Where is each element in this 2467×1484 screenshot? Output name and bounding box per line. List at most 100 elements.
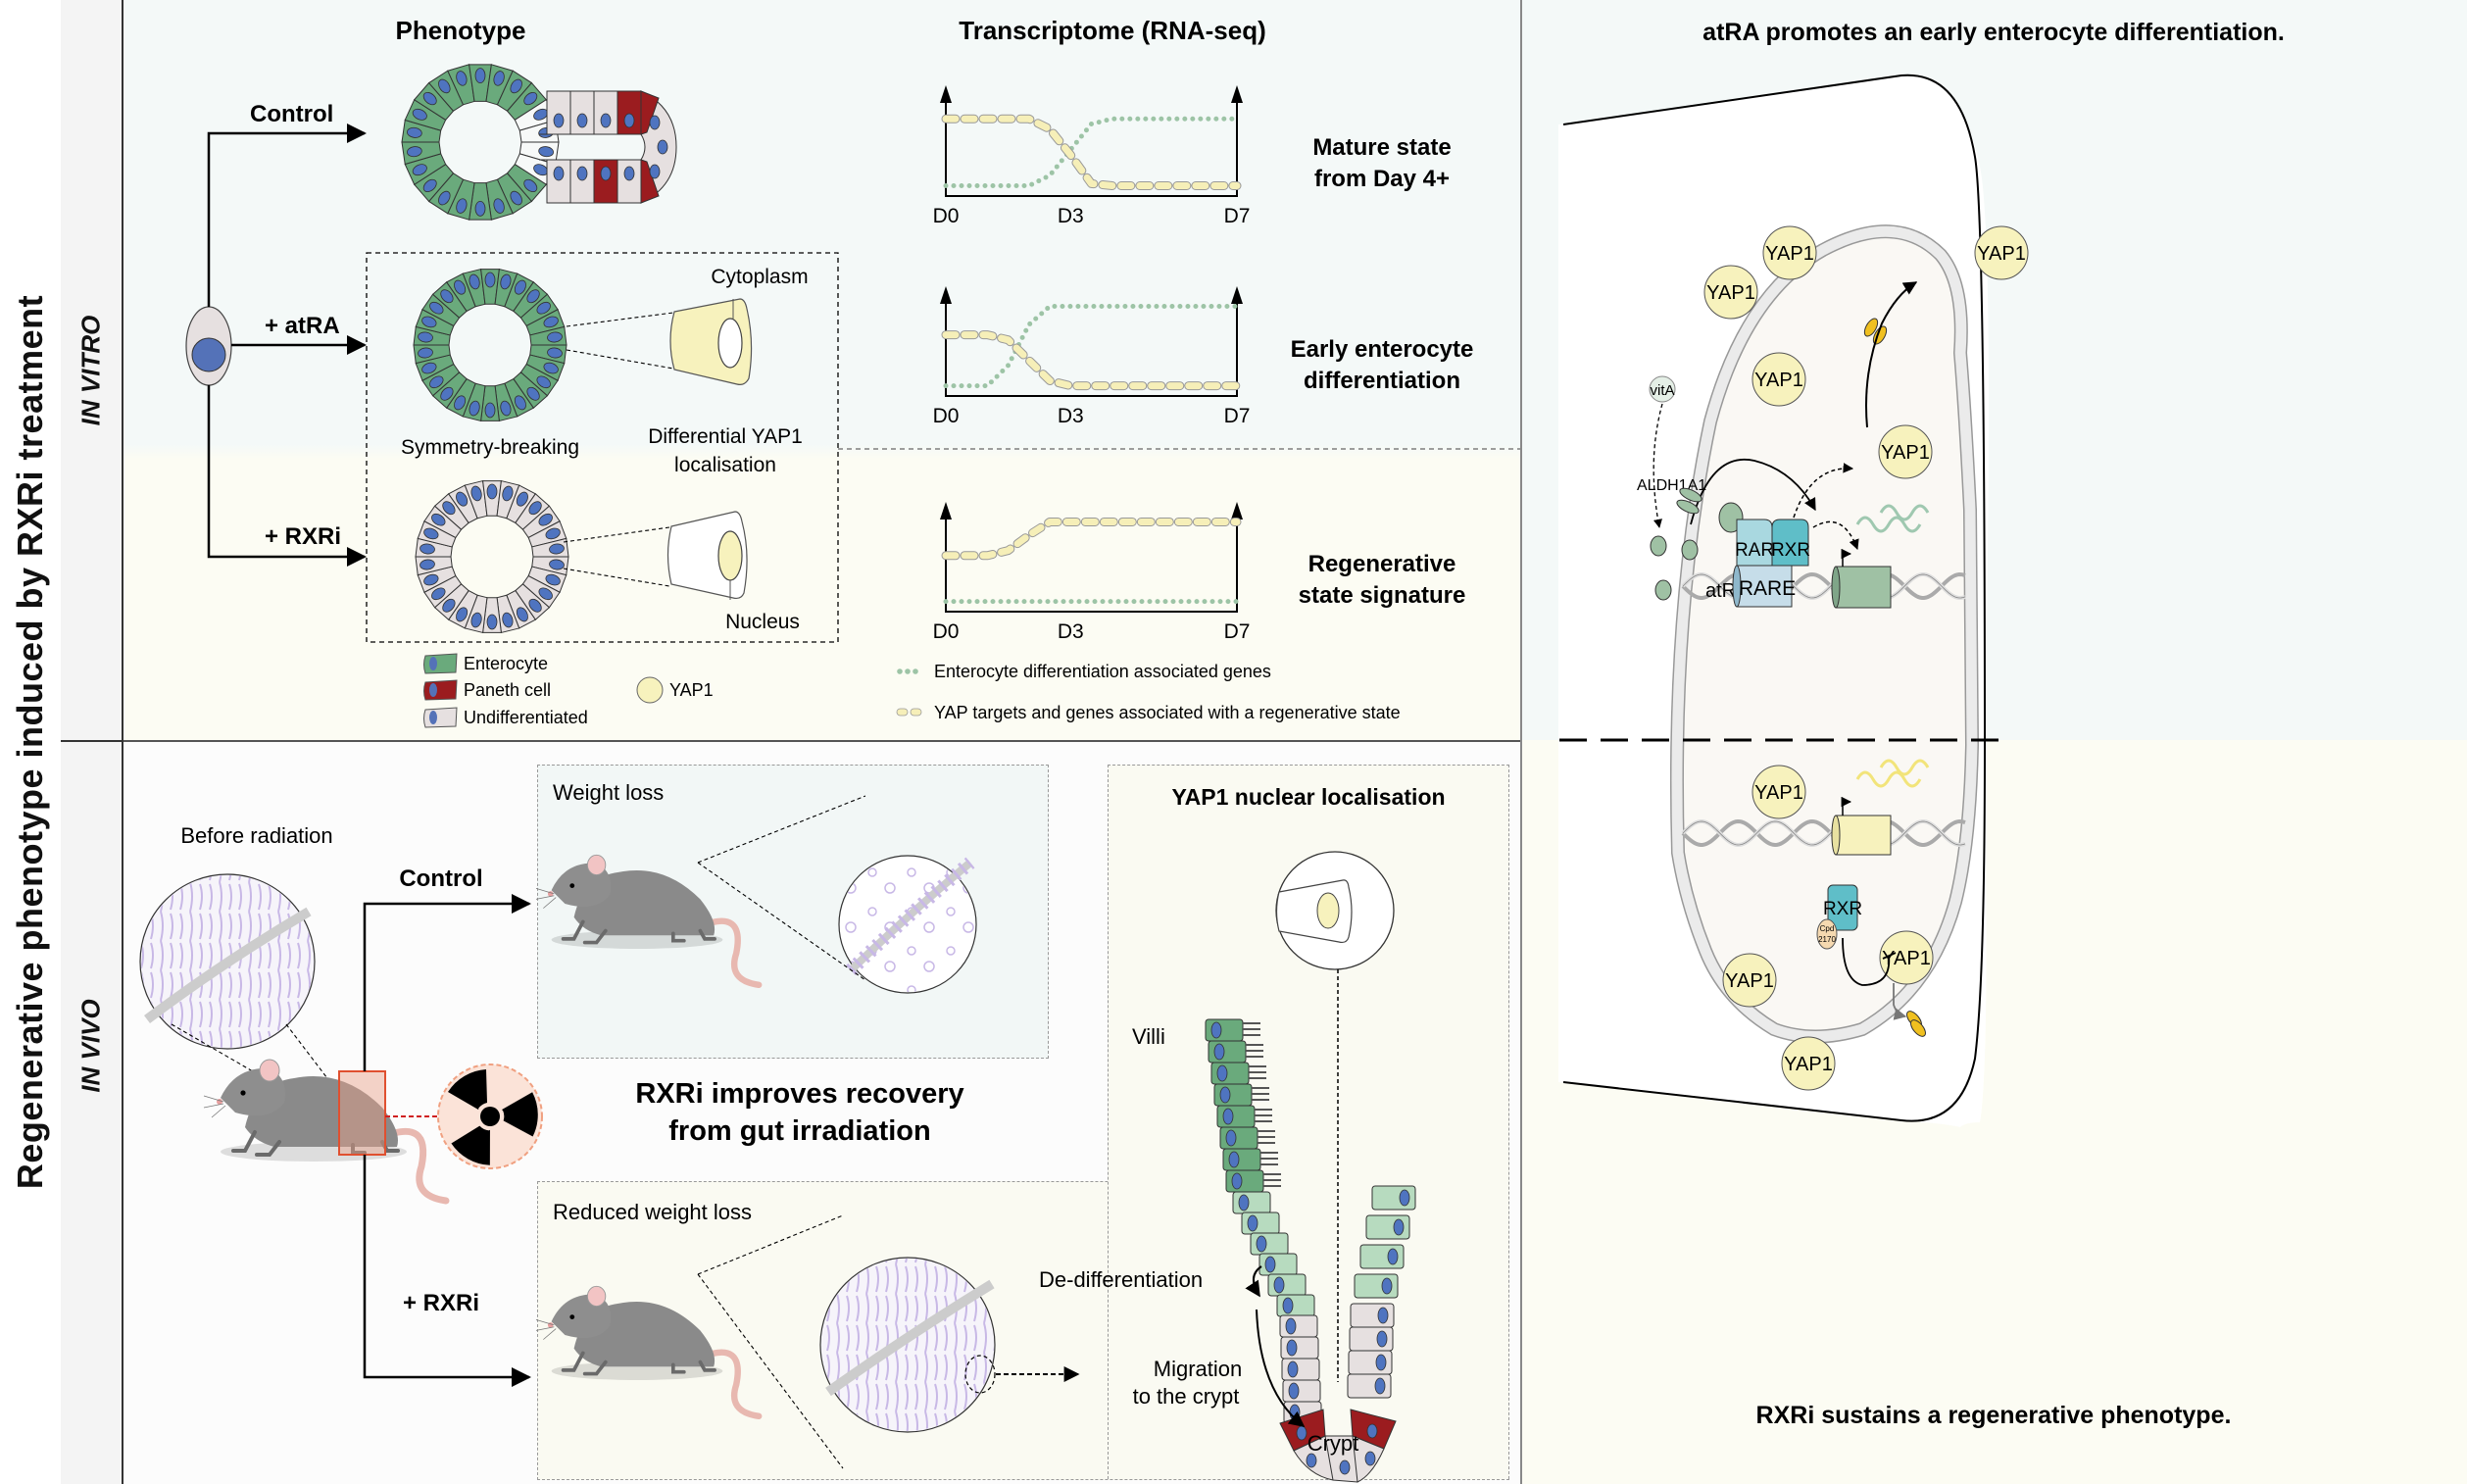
migration-label-2: to the crypt xyxy=(1133,1384,1240,1409)
svg-text:RARE: RARE xyxy=(1739,577,1796,600)
cell-nucleus xyxy=(442,598,456,613)
organoid-compare-box xyxy=(366,252,839,643)
radiation-icon xyxy=(437,1064,543,1169)
cell-nucleus xyxy=(486,614,498,630)
cell-nucleus xyxy=(538,587,553,601)
x-tick-label: D7 xyxy=(1224,620,1251,643)
dna-bottom xyxy=(1681,818,1966,848)
nuclear-pore-atra xyxy=(1676,487,1702,515)
cell-nucleus xyxy=(469,273,480,290)
cell-nucleus xyxy=(438,78,451,94)
in-vivo-branch-arrows xyxy=(363,894,531,1387)
control-tissue xyxy=(697,795,977,994)
cell-nucleus xyxy=(500,400,512,417)
state-label-rxri-1: Regenerative xyxy=(1308,551,1456,577)
center-message-2: from gut irradiation xyxy=(668,1115,930,1147)
center-message-1: RXRi improves recovery xyxy=(635,1078,963,1110)
x-tick-label: D0 xyxy=(933,405,960,427)
cell-nucleus xyxy=(514,395,526,411)
yap-nuclear-zoom xyxy=(1275,851,1395,1382)
mechanism-bottom-title: RXRi sustains a regenerative phenotype. xyxy=(1756,1402,2232,1429)
state-label-atra-1: Early enterocyte xyxy=(1291,336,1474,363)
x-tick-label: D3 xyxy=(1058,620,1084,643)
cell-nucleus xyxy=(536,375,551,389)
cell-nucleus xyxy=(454,279,467,295)
svg-text:YAP1: YAP1 xyxy=(669,680,714,700)
migration-label-1: Migration xyxy=(1154,1357,1242,1381)
cell-nucleus xyxy=(412,164,427,176)
transcriptome-header: Transcriptome (RNA-seq) xyxy=(959,16,1266,45)
cell-nucleus xyxy=(406,146,422,158)
cell-nucleus xyxy=(510,190,522,206)
cell-nucleus xyxy=(484,402,496,419)
chart-axes xyxy=(945,510,1238,613)
state-label-control-2: from Day 4+ xyxy=(1314,166,1450,192)
vita-molecule: vitA xyxy=(1649,375,1676,403)
cell-nucleus xyxy=(456,71,468,86)
series-enterocyte-genes xyxy=(943,303,1240,389)
cell-nucleus xyxy=(423,527,439,540)
enterocyte-gene xyxy=(1831,548,1892,609)
radiation-zone xyxy=(338,1070,446,1156)
rxr-to-yap-arrow xyxy=(1793,463,1854,519)
cell-nucleus xyxy=(419,559,435,570)
cell-nucleus xyxy=(412,108,427,121)
cell-nucleus xyxy=(493,198,505,214)
cell-nucleus xyxy=(440,386,454,401)
yap1-exported: YAP1 xyxy=(1974,225,2029,280)
cell-nucleus xyxy=(469,400,480,417)
svg-text:2170: 2170 xyxy=(1818,935,1836,944)
legend-paneth: Paneth cell xyxy=(423,679,551,701)
legend-yap-genes: YAP targets and genes associated with a … xyxy=(896,703,1401,722)
symmetry-label: Symmetry-breaking xyxy=(401,436,579,459)
control-organoid xyxy=(401,64,677,221)
cell-nucleus xyxy=(423,573,439,586)
cell-nucleus xyxy=(486,483,498,500)
yap1-cytoplasm-2: YAP1 xyxy=(1762,225,1817,280)
svg-text:YAP targets and genes associat: YAP targets and genes associated with a … xyxy=(934,703,1401,722)
rxr-inhibited: RXR xyxy=(1823,884,1862,931)
atra-legend-molecule xyxy=(1654,579,1672,601)
svg-text:YAP1: YAP1 xyxy=(1754,782,1803,804)
svg-text:vitA: vitA xyxy=(1650,382,1674,399)
cell-nucleus xyxy=(418,331,433,343)
cell-nucleus xyxy=(526,386,540,401)
before-radiation-tissue xyxy=(139,873,366,1133)
before-radiation-label: Before radiation xyxy=(180,823,332,848)
cell-nucleus xyxy=(429,375,444,389)
x-tick-label: D0 xyxy=(933,205,960,227)
yap1-nuclear-b1: YAP1 xyxy=(1752,765,1806,819)
svg-text:YAP1: YAP1 xyxy=(1784,1054,1833,1075)
mechanism-diagram: atRA promotes an early enterocyte differ… xyxy=(1558,19,2285,1429)
inhibition-arrow xyxy=(1842,937,1897,986)
in-vivo-control-label: Control xyxy=(399,866,482,892)
legend-undifferentiated: Undifferentiated xyxy=(423,707,588,728)
weight-loss-label: Weight loss xyxy=(553,780,664,805)
branch-label-atra: + atRA xyxy=(265,313,340,339)
svg-text:Paneth cell: Paneth cell xyxy=(464,680,551,700)
cell-nucleus xyxy=(421,362,437,374)
atra-cell-zoom: Cytoplasm xyxy=(566,266,809,385)
yap1-cytoplasm-1: YAP1 xyxy=(1703,265,1758,320)
cell-nucleus xyxy=(547,347,563,359)
mouse-control xyxy=(535,854,763,989)
cell-nucleus xyxy=(543,362,559,374)
atra-organoid xyxy=(413,268,567,422)
in-vivo-diagram: Before radiation Control + RXRi Weight l… xyxy=(139,780,1446,1483)
svg-text:Cpd: Cpd xyxy=(1820,924,1835,933)
cell-nucleus xyxy=(500,273,512,290)
x-tick-label: D3 xyxy=(1058,205,1084,227)
cell-nucleus xyxy=(502,612,514,628)
cell-nucleus xyxy=(454,395,467,411)
mechanism-top-title: atRA promotes an early enterocyte differ… xyxy=(1702,19,2285,46)
svg-text:RXR: RXR xyxy=(1823,899,1862,919)
cell-nucleus xyxy=(422,91,437,106)
state-label-rxri-2: state signature xyxy=(1299,582,1466,609)
svg-text:YAP1: YAP1 xyxy=(1725,970,1774,992)
axis-arrowheads xyxy=(940,502,1243,519)
svg-text:Undifferentiated: Undifferentiated xyxy=(464,708,588,727)
cell-nucleus xyxy=(484,272,496,288)
yap1-export-blocked-arrow xyxy=(1893,983,1907,1020)
x-tick-label: D7 xyxy=(1224,405,1251,427)
rxri-organoid xyxy=(415,479,569,634)
